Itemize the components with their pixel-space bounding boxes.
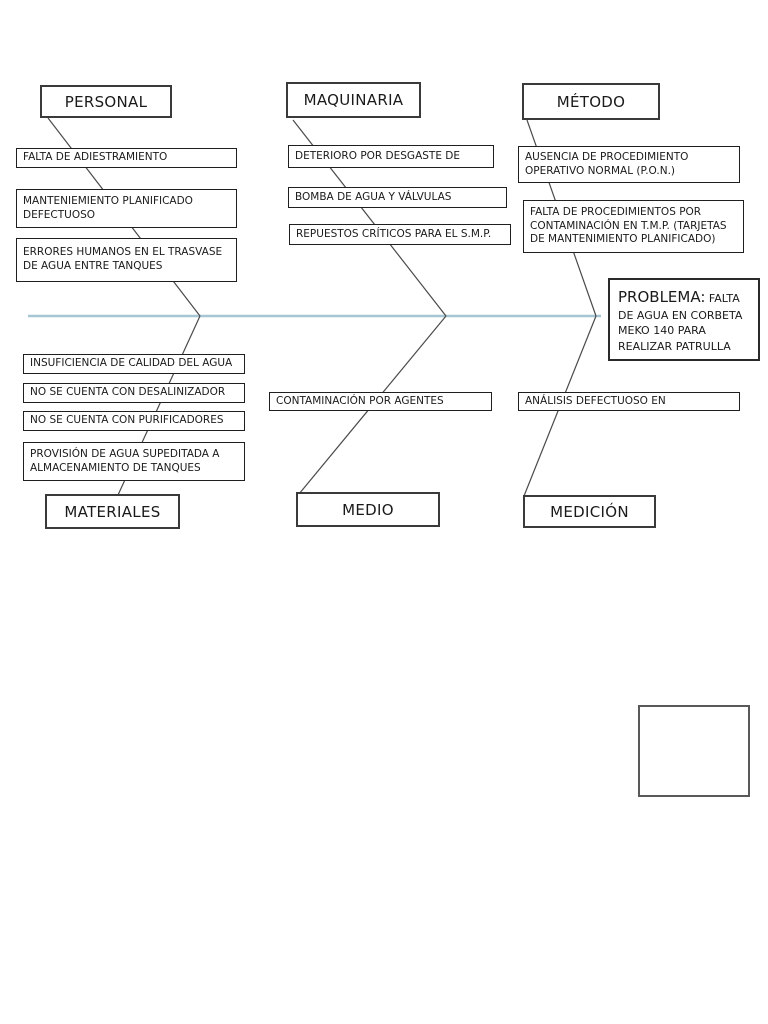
cause-box-materiales-2: NO SE CUENTA CON DESALINIZADOR [23,383,245,403]
cause-box-materiales-3: NO SE CUENTA CON PURIFICADORES [23,411,245,431]
cause-box-personal-2: MANTENIEMIENTO PLANIFICADO DEFECTUOSO [16,189,237,228]
cause-box-maquinaria-2: BOMBA DE AGUA Y VÁLVULAS [288,187,507,208]
cause-box-maquinaria-3: REPUESTOS CRÍTICOS PARA EL S.M.P. [289,224,511,245]
cause-box-personal-3: ERRORES HUMANOS EN EL TRASVASE DE AGUA E… [16,238,237,282]
category-box-metodo: MÉTODO [522,83,660,120]
category-box-medio: MEDIO [296,492,440,527]
category-box-medicion: MEDICIÓN [523,495,656,528]
category-box-materiales: MATERIALES [45,494,180,529]
cause-box-metodo-2: FALTA DE PROCEDIMIENTOS POR CONTAMINACIÓ… [523,200,744,253]
problem-label: PROBLEMA: [618,288,706,306]
problem-box: PROBLEMA: FALTA DE AGUA EN CORBETA MEKO … [608,278,760,361]
empty-box [638,705,750,797]
problem-text: FALTA DE AGUA EN CORBETA MEKO 140 PARA R… [618,292,743,353]
category-box-maquinaria: MAQUINARIA [286,82,421,118]
category-box-personal: PERSONAL [40,85,172,118]
cause-box-medicion-1: ANÁLISIS DEFECTUOSO EN [518,392,740,411]
cause-box-maquinaria-1: DETERIORO POR DESGASTE DE [288,145,494,168]
cause-box-materiales-1: INSUFICIENCIA DE CALIDAD DEL AGUA [23,354,245,374]
cause-box-medio-1: CONTAMINACIÓN POR AGENTES [269,392,492,411]
cause-box-metodo-1: AUSENCIA DE PROCEDIMIENTO OPERATIVO NORM… [518,146,740,183]
cause-box-materiales-4: PROVISIÓN DE AGUA SUPEDITADA A ALMACENAM… [23,442,245,481]
cause-box-personal-1: FALTA DE ADIESTRAMIENTO [16,148,237,168]
